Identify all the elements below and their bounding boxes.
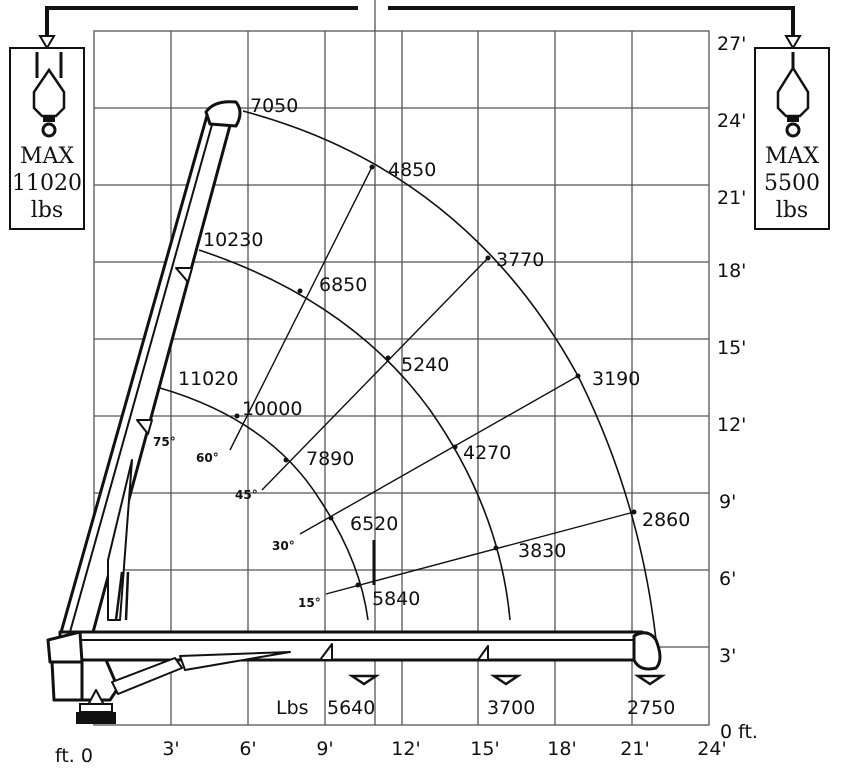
load-labels: 7050 4850 3770 3190 2860 10230 6850 5240… <box>178 95 690 719</box>
y-tick: 18' <box>717 260 746 282</box>
hook-block-icon <box>32 52 66 138</box>
load-label: 5240 <box>401 354 449 376</box>
load-label: 3770 <box>496 249 544 271</box>
right-box-unit: lbs <box>776 198 808 223</box>
angle-label: 60° <box>196 451 219 465</box>
right-max-box: MAX 5500 lbs <box>754 47 830 230</box>
y-tick: 0 ft. <box>720 721 758 743</box>
hook-connector <box>38 6 802 50</box>
left-max-box: MAX 11020 lbs <box>9 47 85 230</box>
load-label: 3830 <box>518 540 566 562</box>
x-tick: 24' <box>697 738 726 760</box>
x-tick: 6' <box>239 738 256 760</box>
angle-label: 30° <box>272 539 295 553</box>
inner-arc <box>159 387 369 621</box>
x-tick: 18' <box>547 738 576 760</box>
load-label: 4270 <box>463 442 511 464</box>
load-label: 5640 <box>327 697 375 719</box>
y-tick: 21' <box>717 187 746 209</box>
load-label: 3700 <box>487 697 535 719</box>
x-axis: ft. 0 3' 6' 9' 12' 15' 18' 21' 24' <box>55 738 727 767</box>
load-label: 2860 <box>642 509 690 531</box>
y-tick: 12' <box>717 414 746 436</box>
load-label: 6850 <box>319 274 367 296</box>
angle-label: 45° <box>235 488 258 502</box>
x-tick: 9' <box>316 738 333 760</box>
units-label: Lbs <box>276 697 309 719</box>
y-tick: 15' <box>717 337 746 359</box>
angle-rays <box>229 164 637 595</box>
angle-label: 75° <box>153 435 176 449</box>
crane-illustration <box>46 100 662 724</box>
angle-label: 15° <box>298 596 321 610</box>
x-tick: ft. 0 <box>55 745 93 767</box>
load-label: 7050 <box>250 95 298 117</box>
x-tick: 3' <box>162 738 179 760</box>
right-box-value: 5500 <box>764 171 820 196</box>
load-label: 7890 <box>306 448 354 470</box>
load-label: 6520 <box>350 513 398 535</box>
y-axis: 27' 24' 21' 18' 15' 12' 9' 6' 3' 0 ft. <box>717 33 758 743</box>
right-box-label: MAX <box>765 144 819 169</box>
y-tick: 9' <box>719 491 736 513</box>
load-label: 4850 <box>388 159 436 181</box>
hook-block-icon <box>776 52 810 138</box>
load-label: 10000 <box>242 398 302 420</box>
load-label: 3190 <box>592 368 640 390</box>
y-tick: 27' <box>717 33 746 55</box>
angle-labels: 75° 60° 45° 30° 15° <box>153 435 321 610</box>
left-box-label: MAX <box>20 144 74 169</box>
outer-arc <box>242 110 657 641</box>
load-markers <box>347 674 667 686</box>
y-tick: 24' <box>717 110 746 132</box>
y-tick: 3' <box>719 645 736 667</box>
x-tick: 21' <box>620 738 649 760</box>
x-tick: 12' <box>391 738 420 760</box>
x-tick: 15' <box>470 738 499 760</box>
y-tick: 6' <box>719 568 736 590</box>
load-label: 5840 <box>372 588 420 610</box>
left-box-value: 11020 <box>12 171 82 196</box>
load-label: 2750 <box>627 697 675 719</box>
load-label: 11020 <box>178 368 238 390</box>
left-box-unit: lbs <box>31 198 63 223</box>
load-label: 10230 <box>203 229 263 251</box>
